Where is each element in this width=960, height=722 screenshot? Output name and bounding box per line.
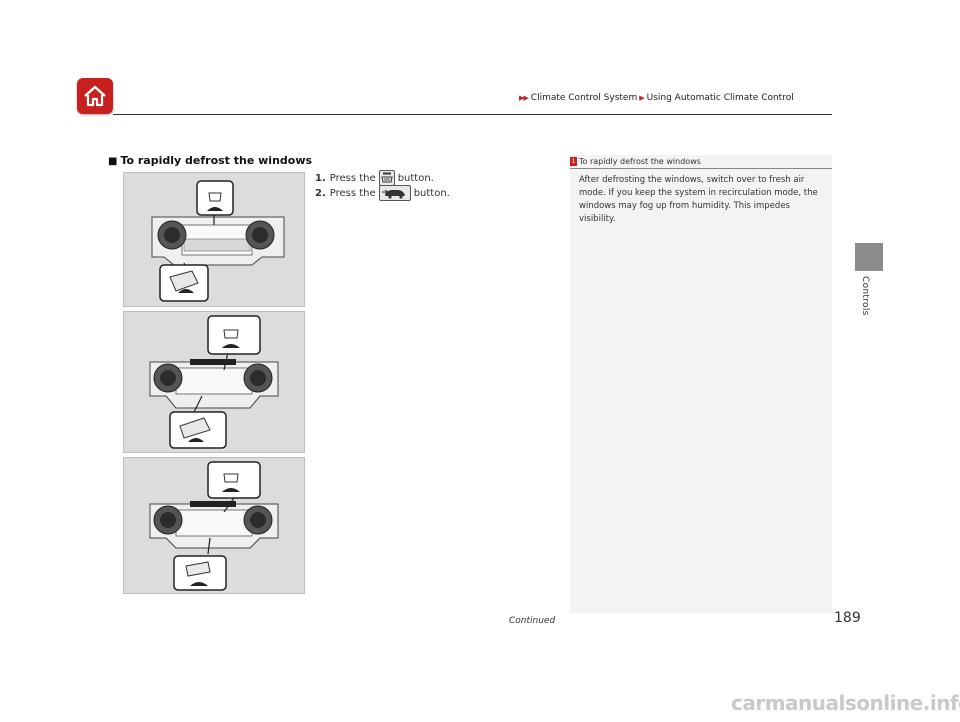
note-index-badge: 1 [570, 157, 577, 166]
step-text: button. [413, 187, 450, 199]
continued-label: Continued [509, 616, 556, 626]
note-body: After defrosting the windows, switch ove… [579, 175, 818, 224]
step-text: Press the [329, 187, 376, 199]
breadcrumb-arrow-icon: ▶ [639, 94, 644, 102]
side-tab-label: Controls [860, 276, 870, 316]
breadcrumb: ▶▶ Climate Control System ▶ Using Automa… [519, 93, 794, 103]
control-panel-illustration-1 [123, 172, 305, 307]
note-box [570, 155, 832, 613]
fresh-air-icon [378, 185, 411, 201]
note-title-text: To rapidly defrost the windows [579, 157, 701, 166]
home-button[interactable] [77, 78, 113, 114]
step-text: Press the [329, 172, 376, 184]
breadcrumb-item-climate-control[interactable]: Climate Control System [530, 93, 638, 103]
section-marker-icon: ■ [108, 156, 118, 167]
section-heading: ■To rapidly defrost the windows [108, 154, 312, 167]
page-number: 189 [834, 610, 861, 626]
home-icon [84, 85, 106, 107]
section-heading-text: To rapidly defrost the windows [120, 154, 313, 167]
side-tab[interactable] [855, 243, 883, 271]
watermark: carmanualsonline.info [731, 691, 960, 715]
step-text: button. [397, 172, 434, 184]
step-number: 1. [315, 172, 326, 184]
control-panel-illustration-3 [123, 457, 305, 594]
step-number: 2. [315, 187, 326, 199]
control-panel-illustration-2 [123, 311, 305, 453]
step-1: 1. Press the button. [315, 170, 434, 186]
step-2: 2. Press the button. [315, 185, 450, 201]
header-divider [113, 114, 832, 115]
breadcrumb-arrow-icon: ▶▶ [519, 94, 529, 102]
breadcrumb-item-automatic-climate[interactable]: Using Automatic Climate Control [646, 93, 794, 103]
note-divider [570, 168, 832, 169]
front-defrost-icon [378, 170, 395, 186]
